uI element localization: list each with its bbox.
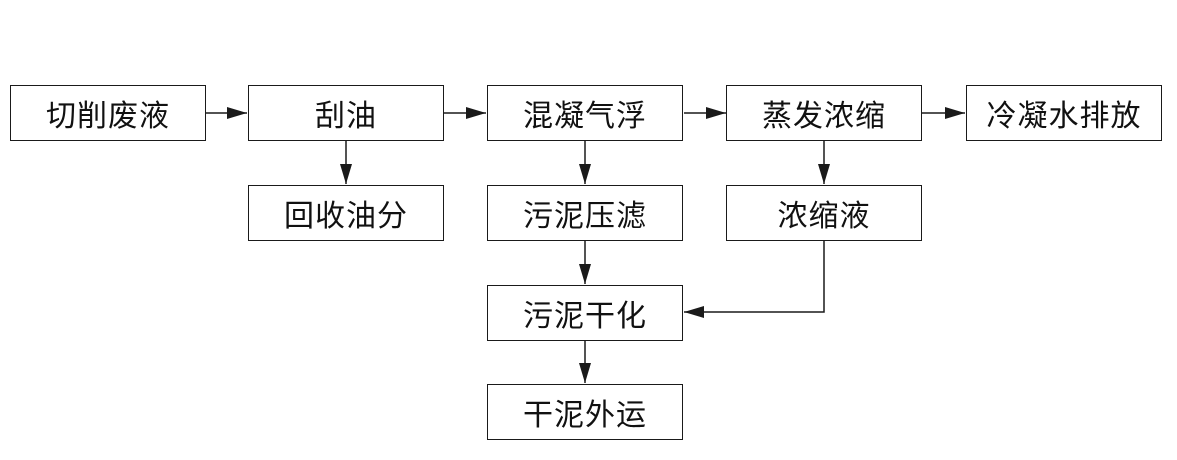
node-evaporation-concentration: 蒸发浓缩 [726,85,922,141]
node-sludge-press-filtration: 污泥压滤 [487,185,683,241]
node-sludge-drying: 污泥干化 [487,285,683,341]
node-cutting-waste-liquid: 切削废液 [10,85,206,141]
node-oil-recovery: 回收油分 [248,185,444,241]
node-condensate-discharge: 冷凝水排放 [966,85,1162,141]
node-condensation-flotation: 混凝气浮 [487,85,683,141]
arrow-concentrate-to-drying [684,241,825,318]
node-dry-sludge-transport: 干泥外运 [487,384,683,440]
node-concentrate: 浓缩液 [726,185,922,241]
node-oil-scraping: 刮油 [248,85,444,141]
